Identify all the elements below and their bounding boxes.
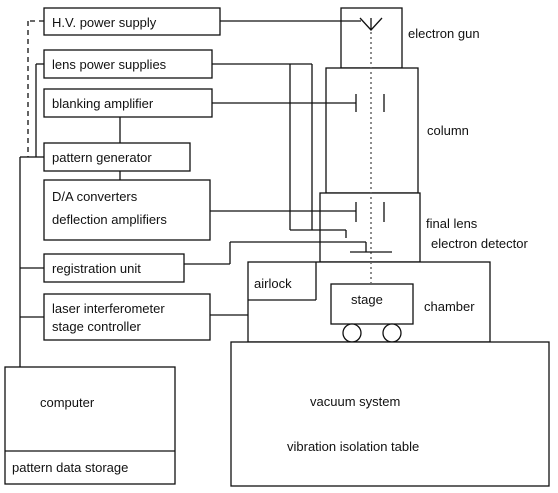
chamber-label: chamber	[424, 299, 475, 314]
column-label: column	[427, 123, 469, 138]
blanking-amplifier-box: blanking amplifier	[43, 88, 213, 118]
deflection-plates	[355, 202, 385, 222]
vacuum-system-box	[230, 341, 550, 487]
final-lens-body	[319, 192, 421, 263]
laser-interferometer-box: laser interferometer stage controller	[43, 293, 211, 341]
signal-wires	[184, 20, 367, 316]
electron-detector-label: electron detector	[431, 236, 529, 251]
electron-gun-label: electron gun	[408, 26, 480, 41]
airlock-label: airlock	[254, 276, 292, 291]
stage-controller-label: stage controller	[52, 319, 142, 334]
pattern-generator-label: pattern generator	[52, 150, 152, 165]
hv-power-supply-label: H.V. power supply	[52, 15, 157, 30]
registration-unit-label: registration unit	[52, 261, 141, 276]
vibration-isolation-table-label: vibration isolation table	[287, 439, 419, 454]
final-lens-label: final lens	[426, 216, 478, 231]
pattern-data-storage-label: pattern data storage	[12, 460, 128, 475]
vacuum-system-label: vacuum system	[310, 394, 400, 409]
lens-power-supplies-box: lens power supplies	[43, 49, 213, 79]
lens-power-supplies-label: lens power supplies	[52, 57, 167, 72]
stage-label: stage	[351, 292, 383, 307]
deflection-amplifiers-label: deflection amplifiers	[52, 212, 167, 227]
computer-label: computer	[40, 395, 95, 410]
pattern-generator-box: pattern generator	[43, 142, 191, 172]
blanking-amplifier-label: blanking amplifier	[52, 96, 154, 111]
da-converters-box: D/A converters deflection amplifiers	[43, 179, 211, 241]
registration-unit-box: registration unit	[43, 253, 185, 283]
column-body	[325, 67, 419, 194]
hv-power-supply-box: H.V. power supply	[43, 7, 221, 36]
stage-assembly	[330, 283, 414, 343]
computer-box: computer pattern data storage	[4, 366, 176, 485]
da-converters-label: D/A converters	[52, 189, 138, 204]
control-bus	[19, 20, 121, 367]
laser-interferometer-label: laser interferometer	[52, 301, 165, 316]
